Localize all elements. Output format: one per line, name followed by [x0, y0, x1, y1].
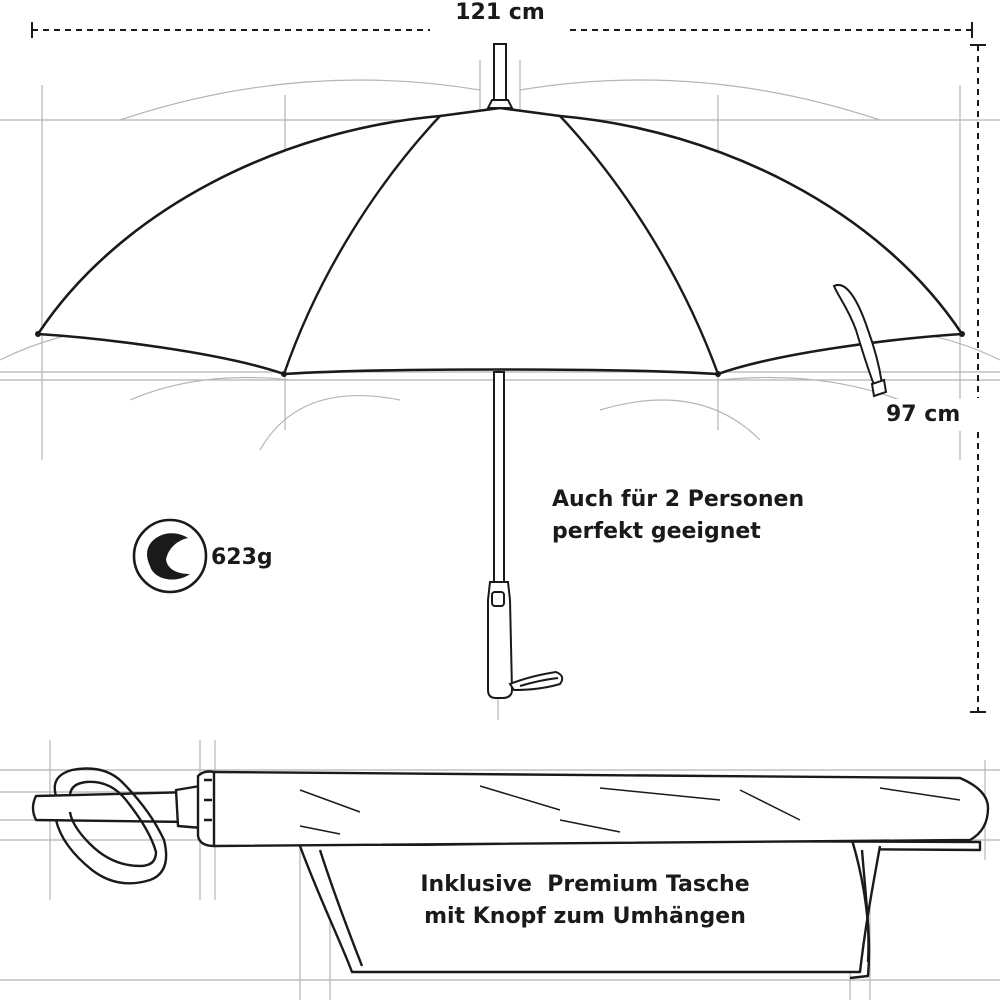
umbrella-tip — [486, 43, 514, 109]
capacity-note-line-2: perfekt geeignet — [552, 519, 761, 544]
height-dimension-ticks — [970, 44, 986, 713]
width-dimension-label: 121 cm — [455, 0, 545, 25]
umbrella-shaft — [493, 371, 505, 583]
width-dimension-ticks — [31, 22, 973, 38]
umbrella-canopy — [36, 106, 964, 376]
bag-note-line-1: Inklusive Premium Tasche — [420, 872, 750, 897]
canopy-ribs — [282, 115, 720, 375]
bag-note: Inklusive Premium Tasche mit Knopf zum U… — [380, 869, 790, 933]
feather-weight-icon — [132, 518, 208, 594]
closed-umbrella — [31, 770, 990, 848]
capacity-note-line-1: Auch für 2 Personen — [552, 487, 805, 512]
canopy-strap — [832, 283, 888, 398]
canopy-rib-tips — [35, 331, 965, 377]
capacity-note: Auch für 2 Personen perfekt geeignet — [552, 484, 804, 548]
umbrella-handle — [487, 581, 564, 699]
height-dimension-label: 97 cm — [884, 399, 963, 431]
bag-note-line-2: mit Knopf zum Umhängen — [424, 904, 746, 929]
weight-label: 623g — [211, 545, 273, 570]
handle-loop-strap — [53, 767, 168, 885]
carrying-bag — [296, 838, 982, 980]
